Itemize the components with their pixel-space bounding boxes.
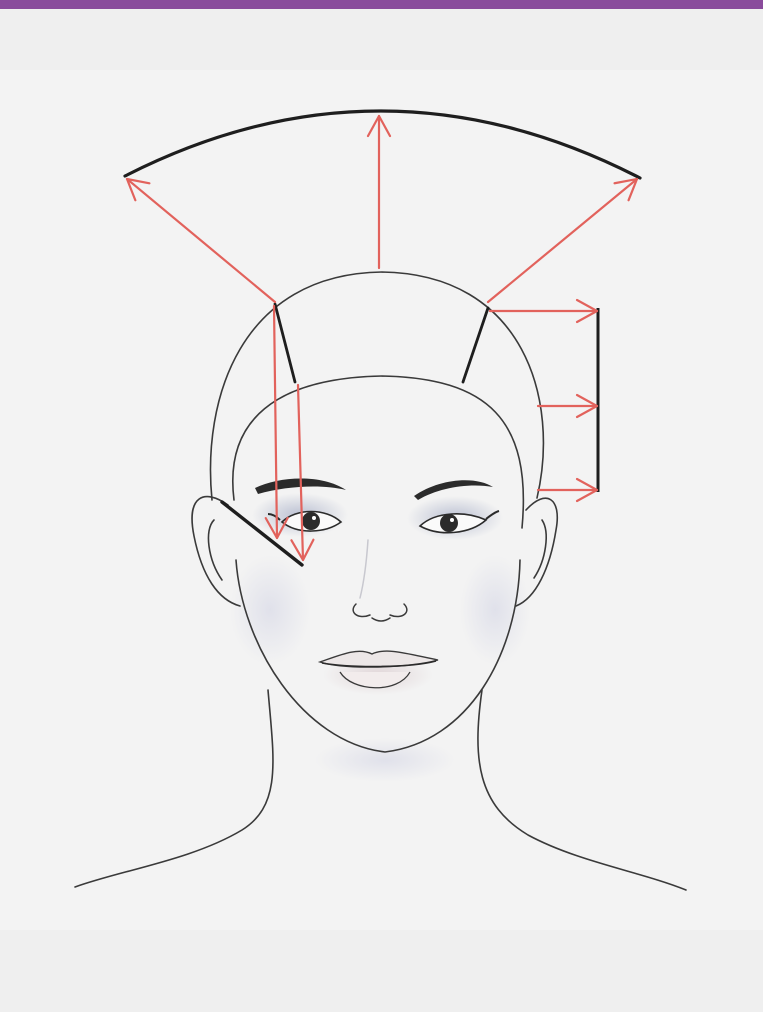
chin-shade (315, 738, 455, 782)
left-iris (302, 512, 320, 530)
right-eye-highlight (450, 518, 454, 522)
left-eye-highlight (312, 516, 316, 520)
page-panel (0, 70, 763, 930)
top-bar (0, 0, 763, 9)
left-cheek-shade (230, 555, 310, 665)
right-iris (440, 514, 458, 532)
